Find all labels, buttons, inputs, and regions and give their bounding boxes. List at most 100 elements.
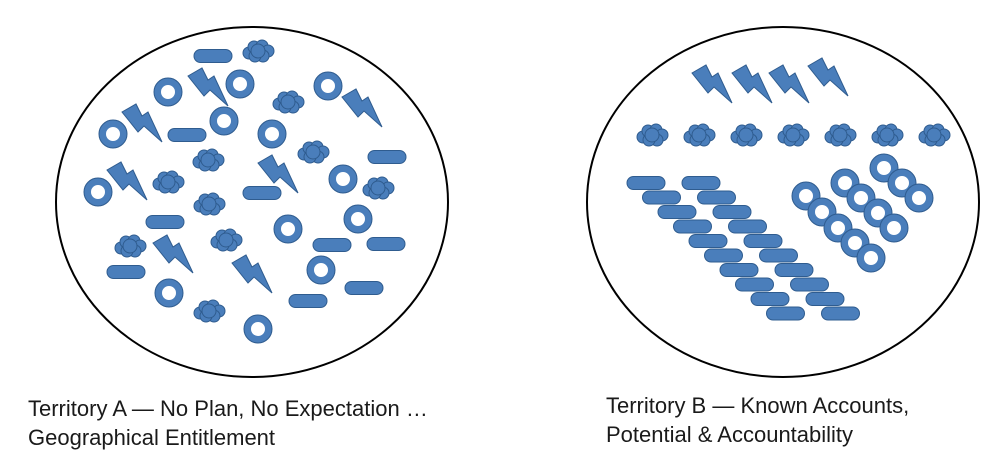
ring-icon-outline — [273, 214, 303, 244]
ring-icon — [857, 244, 885, 272]
cloud-icon-lobe — [280, 94, 296, 110]
pill-icon — [312, 238, 352, 252]
pill-icon — [766, 306, 805, 321]
cloud-icon-lobe — [250, 43, 266, 59]
ring-icon — [831, 169, 859, 197]
lightning-icon — [807, 57, 849, 97]
ring-icon-outline — [154, 278, 184, 308]
ring-icon — [244, 315, 272, 343]
cloud-icon-lobe — [201, 196, 217, 212]
ring-icon — [344, 205, 372, 233]
ring-icon — [314, 72, 342, 100]
cloud-icon-lobe — [738, 127, 754, 143]
territory-a-title: Territory A — No Plan, No Expectation … — [28, 396, 428, 421]
cloud-icon-lobe — [218, 232, 234, 248]
cloud-icon — [683, 123, 716, 147]
cloud-icon — [272, 90, 305, 114]
ring-icon-outline — [243, 314, 273, 344]
cloud-icon — [193, 192, 226, 216]
pill-icon — [688, 234, 728, 248]
cloud-icon-lobe — [879, 127, 895, 143]
cloud-icon-lobe — [370, 180, 386, 196]
pill-icon — [626, 176, 666, 190]
pill-icon — [719, 263, 759, 277]
territory-b-shapes — [626, 57, 951, 321]
territory-a-subtitle: Geographical Entitlement — [28, 425, 276, 450]
pill-icon — [821, 306, 860, 321]
ring-icon-outline — [209, 106, 239, 136]
pill-icon — [193, 49, 233, 63]
cloud-icon — [210, 228, 243, 252]
pill-icon — [106, 265, 146, 279]
lightning-icon — [106, 161, 148, 201]
lightning-icon — [341, 88, 383, 128]
cloud-icon — [918, 123, 951, 147]
cloud-icon — [362, 176, 395, 200]
territory-a-caption: Territory A — No Plan, No Expectation … … — [28, 394, 428, 452]
ring-icon-outline — [856, 243, 886, 273]
pill-icon — [790, 277, 829, 292]
pill-icon — [145, 215, 185, 229]
pill-icon — [728, 219, 767, 234]
ring-icon-outline — [153, 77, 183, 107]
ring-icon — [84, 178, 112, 206]
ring-icon — [155, 279, 183, 307]
ring-icon — [226, 70, 254, 98]
pill-icon — [367, 150, 407, 164]
ring-icon-outline — [879, 213, 909, 243]
ring-icon-outline — [904, 183, 934, 213]
pill-icon — [774, 263, 814, 277]
lightning-icon — [731, 64, 773, 104]
ring-icon — [792, 182, 820, 210]
pill-icon — [167, 128, 207, 142]
territory-b-caption: Territory B — Known Accounts, Potential … — [606, 391, 909, 449]
ring-icon-outline — [98, 119, 128, 149]
cloud-icon — [114, 234, 147, 258]
ring-icon — [864, 199, 892, 227]
pill-icon — [242, 186, 282, 200]
ring-icon-outline — [846, 183, 876, 213]
ring-icon — [99, 120, 127, 148]
ring-icon-outline — [791, 181, 821, 211]
pill-icon — [805, 292, 845, 306]
ring-icon — [824, 214, 852, 242]
pill-icon — [657, 205, 697, 219]
pill-icon — [759, 248, 798, 263]
pill-icon — [697, 190, 736, 205]
territory-b-circle — [586, 26, 980, 378]
lightning-icon — [231, 254, 273, 294]
cloud-icon — [636, 123, 669, 147]
ring-icon — [307, 256, 335, 284]
pill-icon — [735, 277, 774, 292]
ring-icon — [210, 107, 238, 135]
ring-icon — [870, 154, 898, 182]
ring-icon — [274, 215, 302, 243]
ring-icon-outline — [83, 177, 113, 207]
ring-icon-outline — [830, 168, 860, 198]
cloud-icon-lobe — [160, 174, 176, 190]
cloud-icon-lobe — [305, 144, 321, 160]
cloud-icon — [824, 123, 857, 147]
lightning-icon — [691, 64, 733, 104]
territory-b-subtitle: Potential & Accountability — [606, 422, 854, 447]
cloud-icon-lobe — [832, 127, 848, 143]
ring-icon — [905, 184, 933, 212]
cloud-icon — [242, 39, 275, 63]
ring-icon-outline — [343, 204, 373, 234]
pill-icon — [750, 292, 790, 306]
ring-icon — [847, 184, 875, 212]
cloud-icon — [297, 140, 330, 164]
cloud-icon — [871, 123, 904, 147]
lightning-icon — [187, 67, 229, 107]
cloud-icon-lobe — [122, 238, 138, 254]
pill-icon — [673, 219, 712, 234]
lightning-icon — [121, 103, 163, 143]
ring-icon — [888, 169, 916, 197]
lightning-icon — [152, 234, 194, 274]
ring-icon-outline — [840, 228, 870, 258]
ring-icon-outline — [313, 71, 343, 101]
pill-icon — [642, 190, 681, 205]
ring-icon-outline — [225, 69, 255, 99]
cloud-icon — [730, 123, 763, 147]
pill-icon — [704, 248, 743, 263]
